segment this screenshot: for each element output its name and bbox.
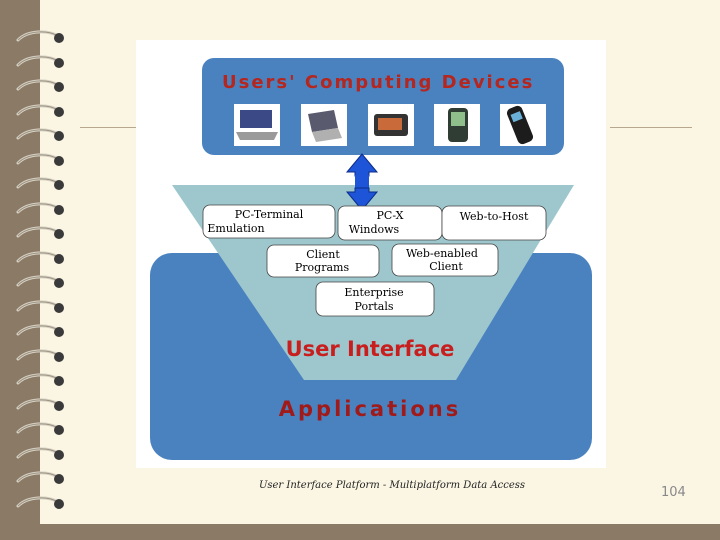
spiral-ring — [14, 469, 64, 489]
enterprise-portals-box: Enterprise Portals — [315, 281, 435, 317]
spiral-ring — [14, 151, 64, 171]
spiral-ring — [14, 249, 64, 269]
spiral-ring — [14, 420, 64, 440]
slide-number: 104 — [661, 485, 686, 500]
spiral-ring — [14, 396, 64, 416]
spiral-ring — [14, 224, 64, 244]
devices-title: Users' Computing Devices — [222, 72, 534, 93]
web-to-host-box: Web-to-Host — [441, 205, 547, 241]
enterprise-portals-line1: Enterprise — [344, 286, 403, 299]
spiral-ring — [14, 126, 64, 146]
spiral-ring — [14, 445, 64, 465]
platform-diagram: Users' Computing Devices PC-Terminal Emu… — [150, 58, 592, 460]
pc-terminal-line1: PC-Terminal — [235, 208, 304, 221]
user-interface-label: User Interface — [286, 337, 455, 361]
diagram-panel: Users' Computing Devices PC-Terminal Emu… — [136, 40, 606, 468]
double-arrow-down-icon — [345, 187, 379, 211]
spiral-ring — [14, 28, 64, 48]
spiral-ring — [14, 102, 64, 122]
spiral-ring — [14, 175, 64, 195]
spiral-ring — [14, 347, 64, 367]
client-programs-line1: Client — [306, 248, 340, 261]
web-enabled-line1: Web-enabled — [406, 247, 478, 260]
pc-terminal-box: PC-Terminal Emulation — [202, 204, 336, 239]
client-programs-box: Client Programs — [266, 244, 380, 278]
spiral-ring — [14, 494, 64, 514]
applications-label: Applications — [279, 397, 461, 421]
mobile-phone-icon — [500, 104, 546, 146]
double-arrow-shaft — [355, 175, 369, 189]
handheld-pc-icon — [301, 104, 347, 146]
palmtop-icon — [368, 104, 414, 146]
spiral-ring — [14, 53, 64, 73]
spiral-ring — [14, 200, 64, 220]
divider-line-right — [610, 127, 692, 128]
double-arrow-up-icon — [345, 153, 379, 177]
spiral-ring — [14, 77, 64, 97]
divider-line-left — [80, 127, 175, 128]
pda-icon — [434, 104, 480, 146]
spiral-ring — [14, 273, 64, 293]
pc-x-box: PC-X Windows — [337, 205, 443, 241]
pc-terminal-line2: Emulation — [207, 222, 264, 235]
web-to-host-label: Web-to-Host — [460, 210, 529, 223]
client-programs-line2: Programs — [295, 261, 350, 274]
web-enabled-line2: Client — [429, 260, 463, 273]
enterprise-portals-line2: Portals — [355, 300, 394, 313]
pc-x-line2: Windows — [349, 223, 400, 236]
spiral-ring — [14, 298, 64, 318]
web-enabled-box: Web-enabled Client — [391, 243, 499, 277]
pc-x-line1: PC-X — [377, 209, 404, 222]
laptop-icon — [234, 104, 280, 146]
spiral-ring — [14, 371, 64, 391]
spiral-ring — [14, 322, 64, 342]
slide-caption: User Interface Platform - Multiplatform … — [258, 480, 526, 491]
